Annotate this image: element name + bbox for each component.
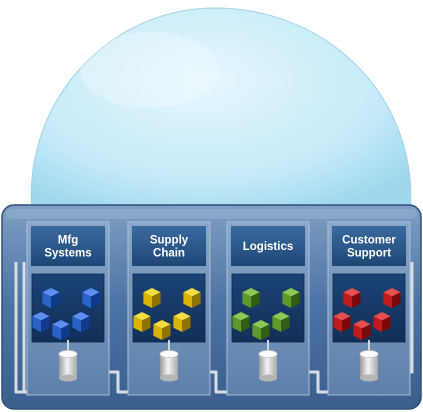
- database-icon-mfg: [58, 340, 78, 382]
- cube-supply-0: [143, 288, 161, 308]
- module-label-band-mfg: [31, 226, 105, 266]
- cube-customer-0: [343, 288, 361, 308]
- cube-supply-4: [153, 320, 171, 340]
- module-label-supply-line-0: Supply: [150, 235, 189, 247]
- database-icon-supply: [159, 340, 179, 382]
- module-label-customer-line-1: Support: [347, 248, 391, 260]
- cube-mfg-3: [72, 312, 90, 332]
- module-label-band-customer: [332, 226, 406, 266]
- cube-mfg-4: [52, 320, 70, 340]
- cube-mfg-1: [82, 288, 100, 308]
- cube-supply-1: [183, 288, 201, 308]
- module-group: MfgSystemsSupplyChainLogisticsCustomerSu…: [26, 221, 411, 396]
- module-label-logistics-line-0: Logistics: [243, 241, 293, 253]
- module-label-mfg-line-1: Systems: [44, 248, 91, 260]
- cube-logistics-0: [242, 288, 260, 308]
- cube-logistics-3: [272, 312, 290, 332]
- module-label-customer-line-0: Customer: [342, 235, 396, 247]
- module-label-mfg-line-0: Mfg: [58, 235, 78, 247]
- cube-supply-2: [133, 312, 151, 332]
- cube-supply-3: [173, 312, 191, 332]
- module-logistics: Logistics: [226, 221, 310, 396]
- cube-mfg-2: [32, 312, 50, 332]
- cube-customer-1: [383, 288, 401, 308]
- cube-logistics-1: [282, 288, 300, 308]
- cube-logistics-4: [252, 320, 270, 340]
- database-icon-customer: [359, 340, 379, 382]
- cube-mfg-0: [42, 288, 60, 308]
- database-icon-logistics: [258, 340, 278, 382]
- cube-customer-3: [373, 312, 391, 332]
- cube-logistics-2: [232, 312, 250, 332]
- module-label-band-supply: [132, 226, 206, 266]
- module-label-supply-line-1: Chain: [153, 248, 185, 260]
- module-label-band-logistics: [231, 226, 305, 266]
- cube-customer-2: [333, 312, 351, 332]
- cube-customer-4: [353, 320, 371, 340]
- cloud-dome: [30, 7, 412, 215]
